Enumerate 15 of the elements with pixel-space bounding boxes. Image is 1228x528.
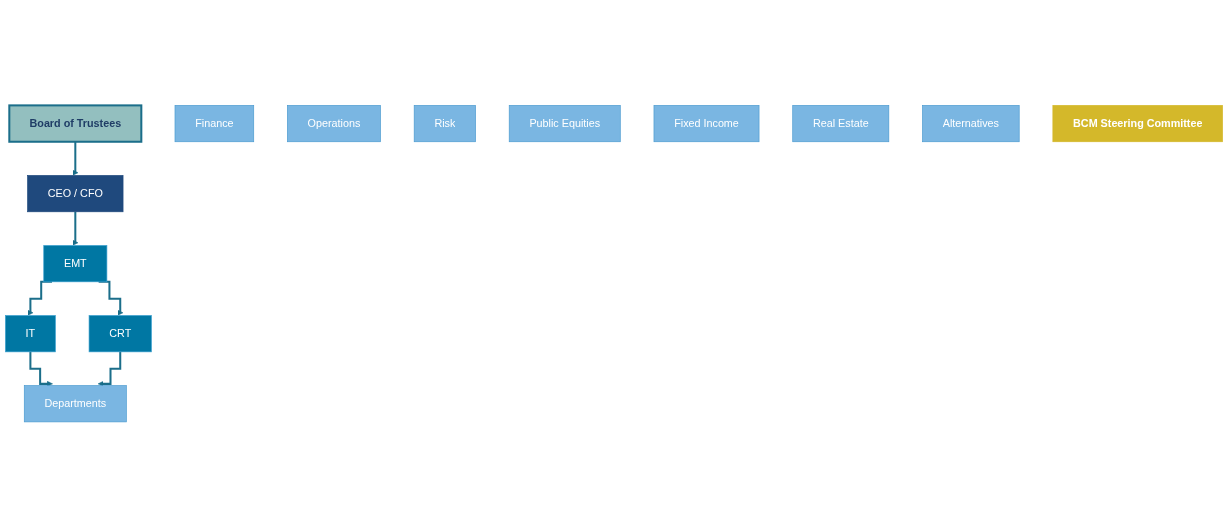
node-box: Finance (174, 105, 255, 143)
node-box: BCM Steering Committee (1052, 105, 1223, 143)
node-box: Public Equities (508, 105, 621, 143)
node-box: Departments (23, 385, 127, 423)
node-box: Board of Trustees (8, 104, 143, 144)
node-box: IT (5, 315, 56, 353)
node-box: Real Estate (792, 105, 890, 143)
node-box: CRT (88, 315, 152, 353)
node-box: Risk (413, 105, 476, 143)
node-box: Operations (287, 105, 381, 143)
node-box: CEO / CFO (27, 175, 124, 213)
arrow (72, 211, 79, 247)
node-box: EMT (43, 245, 108, 283)
node-box: Alternatives (922, 105, 1020, 143)
node-box: Fixed Income (653, 105, 760, 143)
